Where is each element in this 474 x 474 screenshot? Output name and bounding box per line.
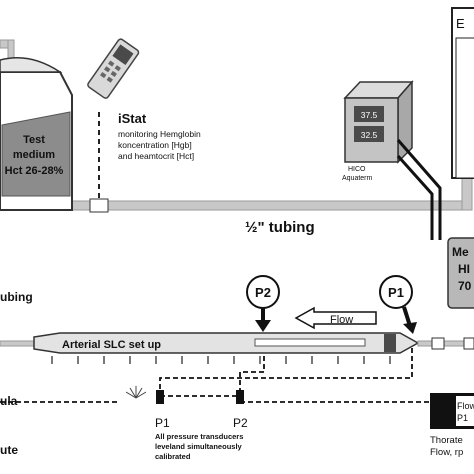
right-edge-box: E	[451, 7, 474, 179]
test-medium-fluid	[1, 111, 71, 197]
left-cut-label-lower: ute	[0, 443, 18, 457]
flow-box-line1: Flow	[457, 401, 474, 411]
test-medium-line3: Hct 26-28%	[5, 165, 64, 177]
sunburst-marker	[125, 386, 147, 399]
calibration-note-line3: calibrated	[155, 452, 191, 461]
arterial-hub	[384, 334, 396, 352]
pressure-point-p2: P2	[246, 275, 280, 332]
arterial-line-body	[33, 332, 420, 354]
calibration-note-line2: leveland simultaneously	[155, 442, 243, 451]
sampling-port	[89, 198, 109, 213]
tubing-left-label: ubing	[0, 290, 33, 304]
medos-box-frame	[447, 237, 474, 309]
medos-line1: Me	[452, 245, 469, 259]
medos-oxygenator: Me HI 70	[447, 237, 474, 309]
test-medium-line2: medium	[13, 149, 55, 161]
flow-box-line2: P1	[457, 413, 468, 423]
left-cut-label-upper: ula	[0, 394, 18, 408]
outlet-connector-1	[431, 337, 445, 350]
flow-arrow-label: Flow	[330, 314, 353, 326]
side-holes	[51, 356, 391, 364]
p1-arrow-head	[403, 322, 417, 334]
test-medium-line1: Test	[23, 134, 45, 146]
flow-monitor-screen	[456, 396, 474, 426]
calibration-note-line1: All pressure transducers	[155, 432, 243, 441]
flow-monitor-box: Flow P1	[430, 393, 474, 429]
reservoir: Test medium Hct 26-28%	[0, 57, 73, 211]
hico-display-bottom-value: 32.5	[361, 130, 378, 140]
hico-aquaterm: 37.5 32.5 HICO Aquaterm	[342, 80, 442, 240]
istat-handheld	[87, 38, 140, 99]
p2-transducer-line	[239, 356, 265, 392]
outlet-connector-2	[463, 337, 474, 350]
water-line-2	[396, 154, 434, 240]
arterial-setup: Arterial SLC set up	[0, 332, 474, 364]
transducer-p2	[236, 390, 244, 404]
p1-circle	[379, 275, 413, 309]
istat-desc-line1: monitoring Hemglobin	[118, 129, 201, 139]
p1-transducer-line	[159, 348, 413, 392]
p1-bottom-label: P1	[155, 416, 170, 430]
p1-arrow-shaft	[402, 306, 412, 327]
right-box-inner	[455, 37, 474, 179]
istat-device: iStat monitoring Hemglobin koncentration…	[87, 38, 201, 199]
tubing-main-label: ½" tubing	[245, 219, 315, 236]
flow-arrow: Flow	[294, 306, 377, 330]
arterial-label: Arterial SLC set up	[62, 339, 161, 351]
istat-desc-line3: and heamtocrit [Hct]	[118, 151, 194, 161]
p1-circle-label: P1	[388, 285, 404, 300]
p2-circle-label: P2	[255, 285, 271, 300]
right-box-letter: E	[456, 16, 465, 31]
bottom-right-line2: Flow, rp	[430, 447, 463, 458]
hico-label-line1: HICO	[348, 166, 366, 173]
water-line-1	[396, 139, 442, 240]
bottom-right-line1: Thorate	[430, 435, 463, 446]
outlet-tube	[417, 340, 474, 347]
flow-arrow-shape	[294, 306, 377, 330]
p2-bottom-label: P2	[233, 416, 248, 430]
pressure-point-p1: P1	[379, 275, 417, 334]
arterial-inner-lumen	[254, 338, 366, 347]
medos-line3: 70	[458, 279, 472, 293]
tube-segment-main	[57, 200, 471, 211]
hico-display-bottom	[354, 126, 384, 142]
p2-arrow-head	[255, 320, 271, 332]
hico-label-line2: Aquaterm	[342, 175, 373, 182]
hico-display-top	[354, 106, 384, 122]
transducer-lines	[0, 348, 430, 404]
reservoir-lid	[0, 57, 63, 73]
istat-desc-line2: koncentration [Hgb]	[118, 140, 192, 150]
transducer-p1	[156, 390, 164, 404]
istat-title: iStat	[118, 111, 147, 126]
medos-line2: HI	[458, 262, 470, 276]
hico-display-top-value: 37.5	[361, 110, 378, 120]
